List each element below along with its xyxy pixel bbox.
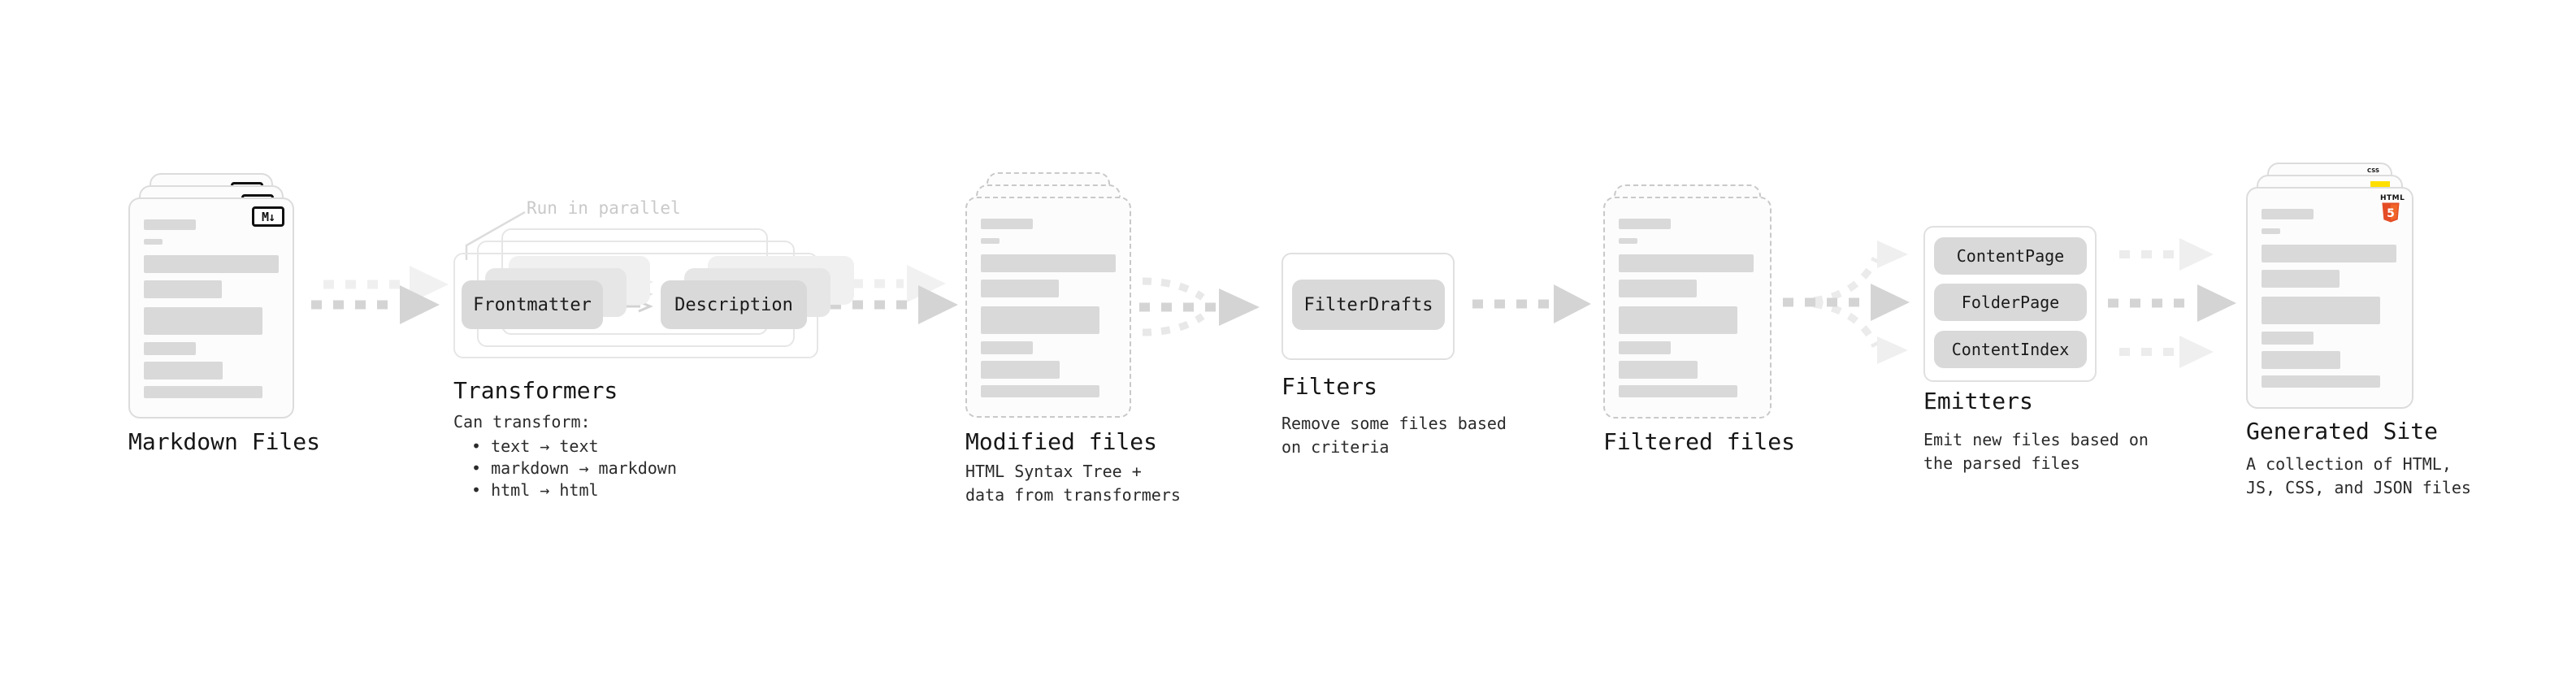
- emitters-label: Emitters: [1923, 388, 2033, 414]
- placeholder-text-bar: [1619, 254, 1754, 272]
- filters-note: Remove some files based on criteria: [1281, 414, 1507, 457]
- emitters-box: ContentPage FolderPage ContentIndex: [1923, 226, 2097, 382]
- markdown-files-stack: M↓ M↓ M↓: [128, 173, 294, 419]
- filters-label: Filters: [1281, 373, 1378, 400]
- placeholder-text-bar: [2262, 270, 2340, 288]
- placeholder-text-bar: [144, 342, 196, 355]
- placeholder-text-bar: [981, 341, 1033, 354]
- modified-file-card-front: [965, 197, 1131, 418]
- markdown-icon: M↓: [252, 206, 284, 227]
- placeholder-text-bar: [2262, 228, 2280, 234]
- placeholder-text-bar: [1619, 280, 1697, 297]
- placeholder-text-bar: [2262, 297, 2380, 324]
- emitter-pill-contentpage: ContentPage: [1934, 237, 2087, 275]
- placeholder-text-bar: [981, 254, 1116, 272]
- placeholder-text-bar: [144, 386, 262, 398]
- bullet-item: html → html: [460, 479, 677, 501]
- arrow-emitters-to-generated: [2108, 238, 2236, 368]
- transformers-group: Frontmatter Description: [453, 228, 854, 367]
- generated-site-stack: CSS HTML 5: [2246, 163, 2413, 409]
- arrow-markdown-to-transformers: [311, 266, 449, 324]
- emitters-note: Emit new files based on the parsed files: [1923, 430, 2149, 473]
- placeholder-text-bar: [2262, 245, 2396, 262]
- placeholder-text-bar: [144, 255, 279, 273]
- placeholder-text-bar: [144, 219, 196, 230]
- transformers-bullet-list: text → text markdown → markdown html → h…: [460, 436, 677, 501]
- transformers-label: Transformers: [453, 377, 618, 404]
- filtered-files-stack: [1603, 184, 1772, 420]
- placeholder-text-bar: [981, 385, 1099, 397]
- placeholder-text-bar: [2262, 351, 2340, 369]
- html-file-card: HTML 5: [2246, 187, 2413, 409]
- filtered-files-label: Filtered files: [1603, 428, 1796, 455]
- placeholder-text-bar: [2262, 332, 2314, 345]
- transformer-pill-description: Description: [661, 280, 807, 329]
- filtered-file-card-front: [1603, 197, 1772, 419]
- placeholder-text-bar: [981, 361, 1060, 379]
- placeholder-text-bar: [2262, 375, 2380, 388]
- html5-logo-icon: HTML 5: [2380, 194, 2405, 228]
- placeholder-text-bar: [144, 362, 223, 380]
- filters-box: FilterDrafts: [1281, 253, 1455, 360]
- placeholder-text-bar: [981, 238, 1000, 244]
- placeholder-text-bar: [2262, 209, 2314, 219]
- arrow-filters-to-filtered: [1472, 284, 1591, 323]
- placeholder-text-bar: [1619, 361, 1698, 379]
- placeholder-text-bar: [1619, 238, 1637, 244]
- transformer-pill-frontmatter: Frontmatter: [462, 280, 603, 329]
- modified-files-note: HTML Syntax Tree + data from transformer…: [965, 462, 1181, 505]
- generated-site-note: A collection of HTML, JS, CSS, and JSON …: [2246, 454, 2471, 497]
- markdown-file-card-front: M↓: [128, 197, 294, 419]
- markdown-files-label: Markdown Files: [128, 428, 321, 455]
- run-in-parallel-annotation: Run in parallel: [527, 198, 681, 218]
- arrow-filtered-to-emitters-fanout: [1783, 241, 1910, 364]
- emitter-pill-contentindex: ContentIndex: [1934, 331, 2087, 368]
- transformers-note-title: Can transform:: [453, 412, 591, 432]
- placeholder-text-bar: [1619, 219, 1671, 229]
- emitter-pill-folderpage: FolderPage: [1934, 284, 2087, 321]
- placeholder-text-bar: [1619, 385, 1737, 397]
- modified-files-stack: [965, 172, 1131, 418]
- bullet-item: text → text: [460, 436, 677, 458]
- placeholder-text-bar: [144, 239, 163, 245]
- placeholder-text-bar: [981, 280, 1059, 297]
- arrow-modified-to-filters-merge: [1139, 277, 1260, 336]
- filter-pill-filterdrafts: FilterDrafts: [1292, 280, 1445, 330]
- placeholder-text-bar: [981, 306, 1099, 334]
- placeholder-text-bar: [1619, 306, 1737, 334]
- placeholder-text-bar: [144, 280, 222, 298]
- svg-text:5: 5: [2387, 207, 2395, 220]
- placeholder-text-bar: [144, 307, 262, 335]
- bullet-item: markdown → markdown: [460, 458, 677, 479]
- placeholder-text-bar: [1619, 341, 1671, 354]
- placeholder-text-bar: [981, 219, 1033, 229]
- generated-site-label: Generated Site: [2246, 418, 2439, 445]
- modified-files-label: Modified files: [965, 428, 1158, 455]
